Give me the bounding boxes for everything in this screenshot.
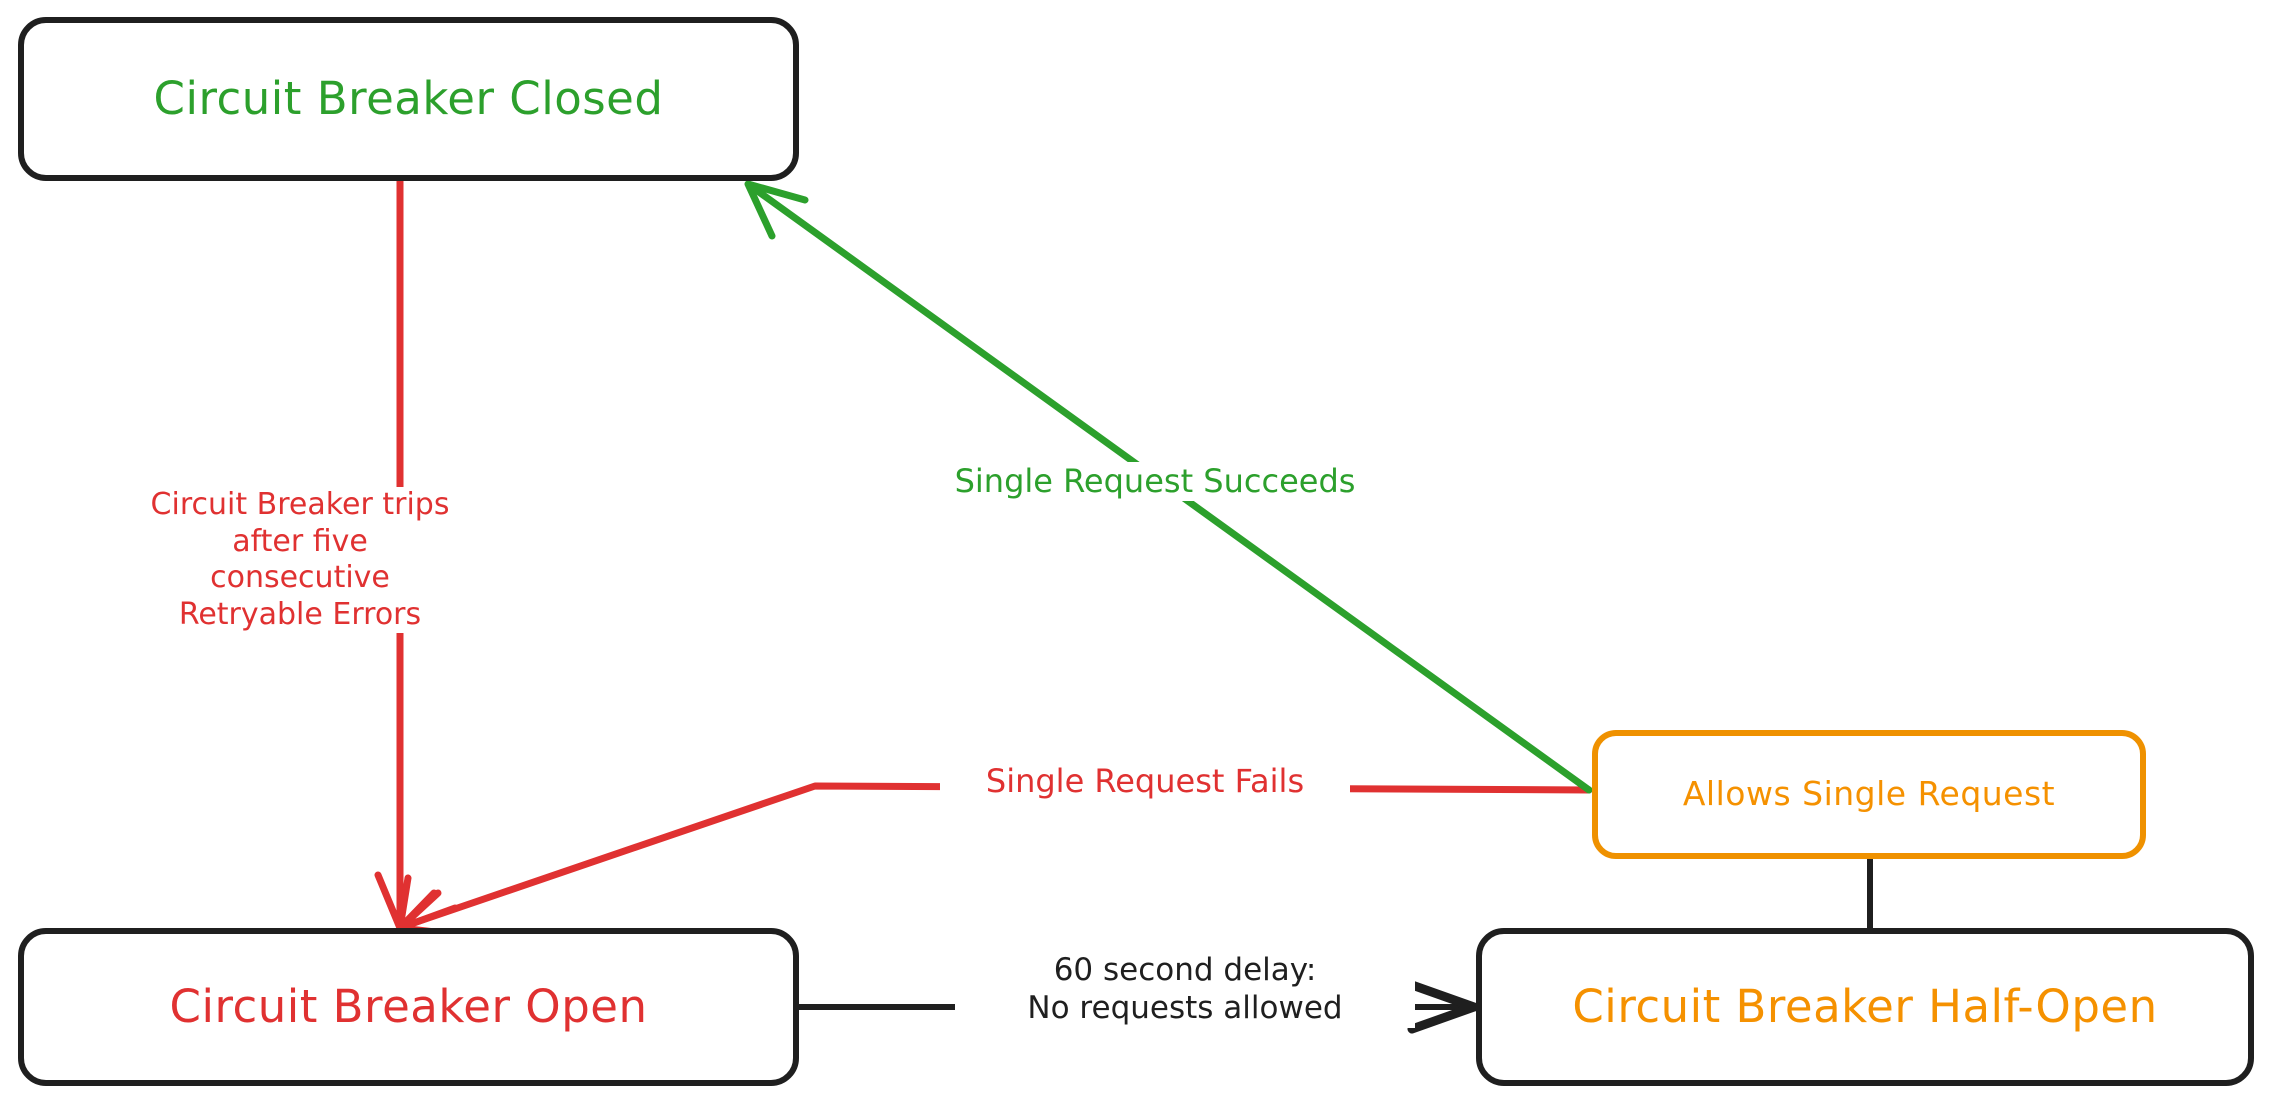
edge-label-sixty-second-delay: 60 second delay: No requests allowed	[955, 952, 1415, 1028]
edge-label-single-request-fails: Single Request Fails	[940, 762, 1350, 802]
edge-fails	[396, 782, 1593, 940]
node-label-closed: Circuit Breaker Closed	[153, 72, 664, 126]
node-allows-single-request[interactable]: Allows Single Request	[1592, 730, 2146, 859]
node-circuit-breaker-closed[interactable]: Circuit Breaker Closed	[18, 17, 799, 181]
edge-label-single-request-succeeds: Single Request Succeeds	[905, 462, 1405, 502]
edge-label-trip: Circuit Breaker trips after five consecu…	[140, 487, 460, 634]
node-label-allows-single-request: Allows Single Request	[1682, 774, 2056, 814]
node-circuit-breaker-open[interactable]: Circuit Breaker Open	[18, 928, 799, 1086]
node-circuit-breaker-half-open[interactable]: Circuit Breaker Half-Open	[1476, 928, 2254, 1086]
node-label-half-open: Circuit Breaker Half-Open	[1572, 980, 2158, 1034]
node-label-open: Circuit Breaker Open	[169, 980, 648, 1034]
